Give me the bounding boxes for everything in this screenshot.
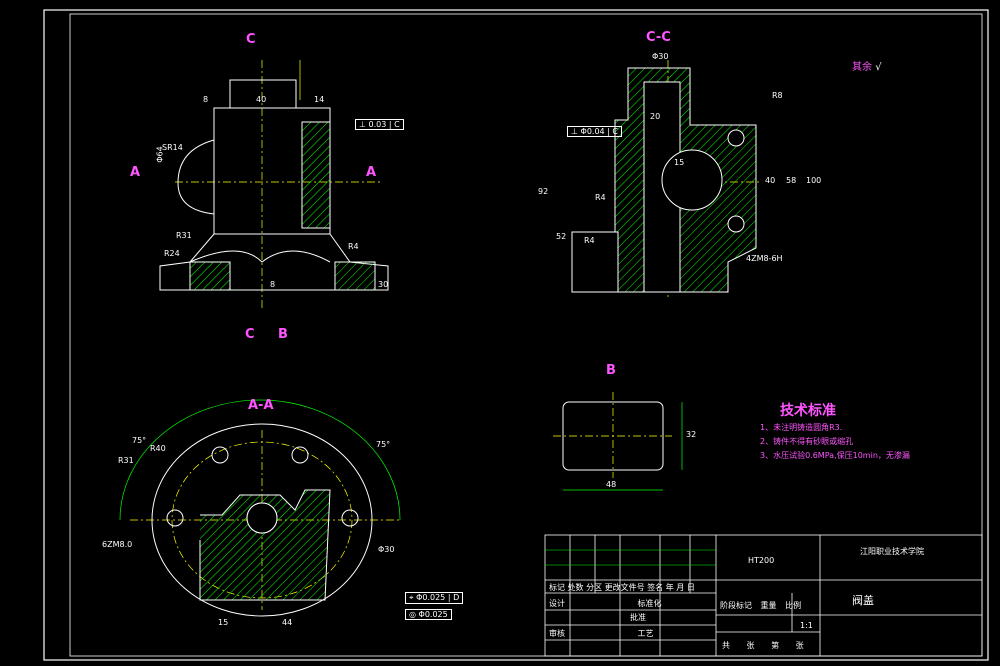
lbl-review: 审核 <box>549 629 565 638</box>
lbl-sheets: 张 <box>746 641 755 650</box>
dim-r4: R4 <box>348 242 359 251</box>
front-tolerance-datum: C <box>394 120 400 129</box>
hdr-sign: 签名 <box>647 583 664 592</box>
cc-dim-h58: 58 <box>786 176 797 185</box>
outer-border <box>43 9 989 661</box>
view-b-title: B <box>606 363 616 378</box>
dim-width-40: 40 <box>256 95 267 104</box>
aa-dim-w44: 44 <box>282 618 293 627</box>
section-label-c-bottom: C <box>245 327 255 342</box>
lbl-stage: 阶段标记 <box>720 601 752 610</box>
surface-finish-label: 其余 √ <box>852 58 882 73</box>
aa-dim-w15: 15 <box>218 618 229 627</box>
front-tolerance-frame: ⊥ 0.03 | C <box>355 119 404 130</box>
hdr-count: 处数 <box>567 583 584 592</box>
aa-dim-r40: R40 <box>150 444 166 453</box>
aa-dim-angle2: 75° <box>376 440 391 449</box>
cc-dim-r4b: R4 <box>584 236 595 245</box>
dim-r31: R31 <box>176 231 192 240</box>
hdr-change-doc: 更改文件号 <box>604 583 645 592</box>
hdr-day: 日 <box>686 583 695 592</box>
aa-dim-holes: 6ZM8.0 <box>102 540 133 549</box>
lbl-scale: 比例 <box>785 601 802 610</box>
dim-d64: Φ64 <box>155 146 165 163</box>
cut-label-b: B <box>278 327 288 342</box>
inner-border <box>69 13 983 657</box>
lbl-standard: 标准化 <box>637 599 662 608</box>
aa-dim-r31: R31 <box>118 456 134 465</box>
front-view <box>159 60 389 310</box>
aa-tolerance-value-2: Φ0.025 <box>418 610 448 619</box>
lbl-process: 工艺 <box>637 629 654 638</box>
cc-dim-thread: 4ZM8-6H <box>746 254 783 263</box>
surface-finish-text: 其余 <box>852 62 872 73</box>
dim-left-offset: 8 <box>203 95 209 104</box>
note-item-3: 3、水压试验0.6MPa,保压10min，无渗漏 <box>760 451 910 460</box>
note-item-2: 2、铸件不得有砂眼或缩孔 <box>760 437 854 446</box>
roughness-symbol-icon: √ <box>875 62 882 73</box>
title-header-row: 标记 处数 分区 更改文件号 签名 年 月 日 <box>549 582 695 593</box>
hdr-month: 月 <box>676 583 685 592</box>
section-cc-view <box>571 60 760 300</box>
section-label-c-top: C <box>246 32 256 47</box>
section-aa-title: A-A <box>248 398 274 413</box>
cc-dim-h100: 100 <box>806 176 822 185</box>
dim-right-offset: 14 <box>314 95 325 104</box>
notes-title: 技术标准 <box>780 403 836 419</box>
lbl-approve: 批准 <box>630 613 646 622</box>
title-material: HT200 <box>748 556 775 565</box>
aa-dim-angle1: 75° <box>132 436 147 445</box>
aa-tolerance-value-1: Φ0.025 <box>416 593 446 602</box>
cc-tolerance-value: Φ0.04 <box>580 127 605 136</box>
title-row-design: 设计 标准化 <box>549 598 662 609</box>
lbl-design: 设计 <box>549 599 565 608</box>
cc-dim-top: Φ30 <box>652 52 669 61</box>
lbl-sheet: 张 <box>795 641 804 650</box>
view-b-width: 48 <box>606 480 617 489</box>
aa-dim-h30: Φ30 <box>378 545 395 554</box>
dim-h30: 30 <box>378 280 389 289</box>
aa-position-icon-1: ⌖ <box>409 593 417 602</box>
cc-dim-15: 15 <box>674 158 685 167</box>
hdr-mark: 标记 <box>549 583 565 592</box>
hdr-zone: 分区 <box>586 583 603 592</box>
title-stage-row: 阶段标记 重量 比例 <box>720 600 801 611</box>
dim-r24: R24 <box>164 249 180 258</box>
title-sheet-row: 共 张 第 张 <box>722 640 804 651</box>
lbl-total: 共 <box>722 641 730 650</box>
cut-label-a-right: A <box>366 165 377 180</box>
title-scale: 1:1 <box>800 621 813 630</box>
aa-tolerance-datum-1: D <box>453 593 460 602</box>
cc-dim-r4a: R4 <box>595 193 606 202</box>
section-cc-title: C-C <box>646 30 671 45</box>
cc-dim-r8: R8 <box>772 91 783 100</box>
view-b <box>553 392 683 491</box>
aa-concentric-icon-2: ◎ <box>409 610 419 619</box>
cc-tolerance-datum: C <box>612 127 619 136</box>
cc-dim-h40: 40 <box>765 176 776 185</box>
cc-dim-20: 20 <box>650 112 661 121</box>
dim-h8: 8 <box>270 280 276 289</box>
aa-tolerance-frame-1: ⌖ Φ0.025 | D <box>405 592 464 604</box>
title-row-approve: 批准 <box>630 612 646 623</box>
note-item-1: 1、未注明铸造圆角R3. <box>760 423 843 432</box>
title-company: 江阳职业技术学院 <box>860 547 924 556</box>
view-b-height: 32 <box>686 430 697 439</box>
dim-sr14: SR14 <box>162 143 183 152</box>
cc-tolerance-frame: ⊥ Φ0.04 | C <box>567 126 623 137</box>
title-part-name: 阀盖 <box>852 594 874 607</box>
aa-tolerance-frame-2: ◎ Φ0.025 <box>405 609 452 620</box>
cc-dim-h92: 92 <box>538 187 549 196</box>
title-block-grid <box>544 534 983 657</box>
front-tolerance-value: 0.03 <box>368 120 387 129</box>
hdr-year: 年 <box>665 583 674 592</box>
title-row-review: 审核 工艺 <box>549 628 654 639</box>
lbl-weight: 重量 <box>760 601 777 610</box>
section-aa-view <box>119 399 401 617</box>
lbl-no: 第 <box>771 641 780 650</box>
cut-label-a-left: A <box>130 165 141 180</box>
cc-dim-h52: 52 <box>556 232 567 241</box>
